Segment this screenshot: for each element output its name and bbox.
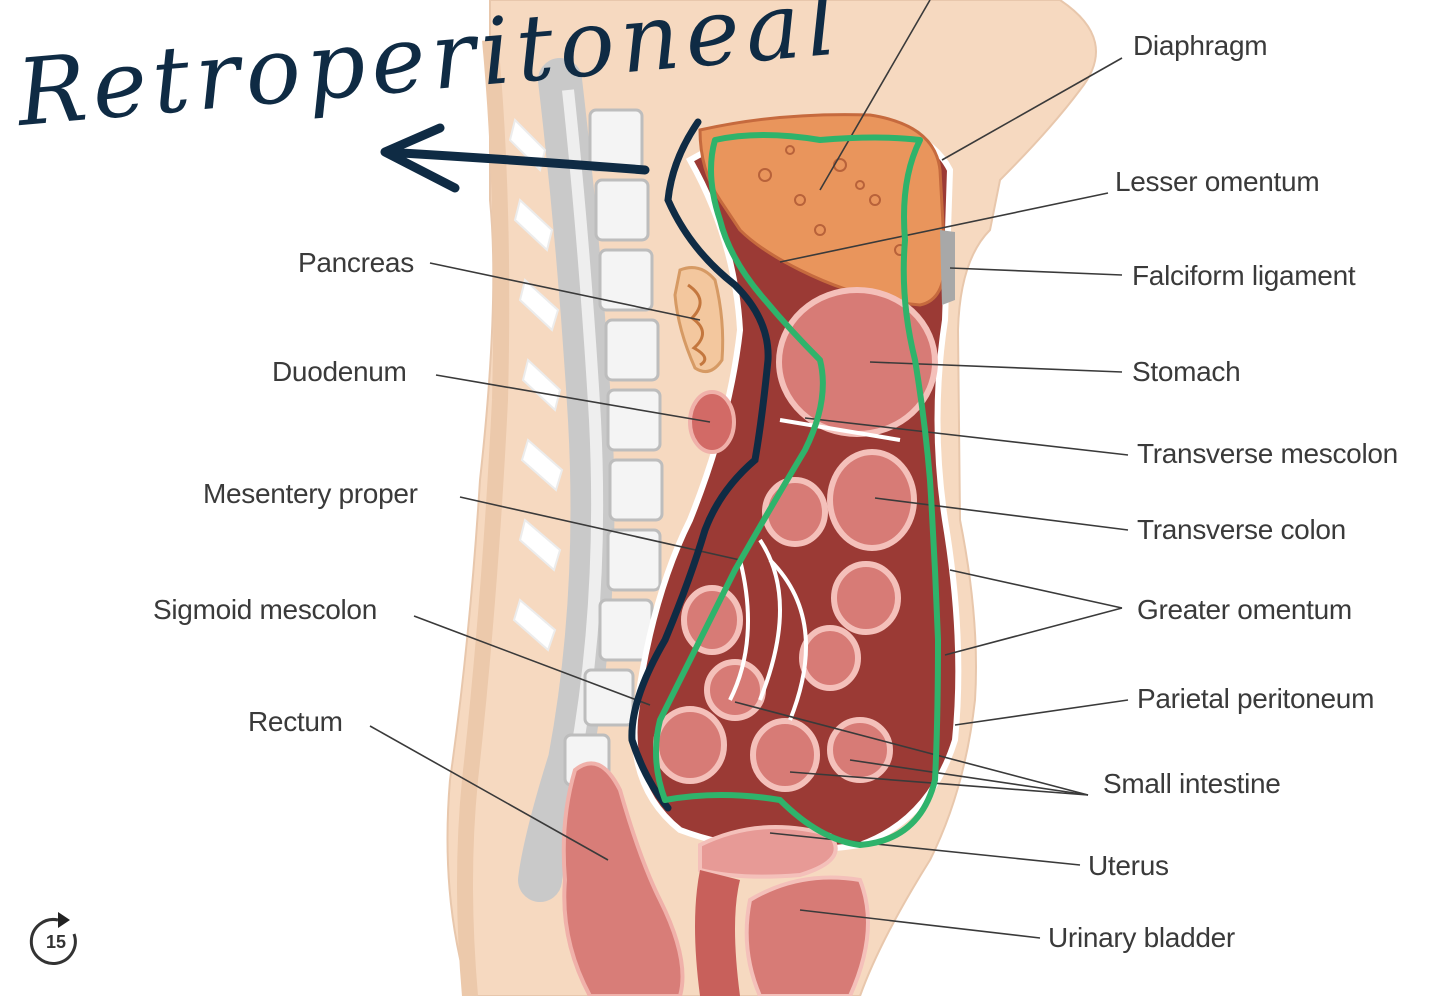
replay-icon bbox=[29, 912, 77, 965]
label-lesser-omentum: Lesser omentum bbox=[1115, 166, 1320, 197]
label-greater-omentum: Greater omentum bbox=[1137, 594, 1352, 625]
label-small-intestine: Small intestine bbox=[1103, 768, 1281, 799]
label-sigmoid-mescolon: Sigmoid mescolon bbox=[153, 594, 377, 625]
label-stomach: Stomach bbox=[1132, 356, 1241, 387]
back-region bbox=[457, 39, 510, 997]
uterus-organ bbox=[698, 825, 838, 879]
replay-15-button[interactable]: 15 bbox=[26, 910, 86, 972]
label-diaphragm: Diaphragm bbox=[1133, 30, 1268, 61]
label-transverse-colon: Transverse colon bbox=[1137, 514, 1346, 545]
mesentery-lines bbox=[728, 418, 901, 721]
urinary-bladder-organ bbox=[744, 875, 870, 998]
pointer-arrow bbox=[380, 123, 650, 193]
label-rectum: Rectum bbox=[248, 706, 343, 737]
small-intestine-loops bbox=[653, 477, 901, 792]
rectum-organ bbox=[561, 761, 685, 998]
falciform-ligament-shape bbox=[940, 230, 955, 305]
vertebrae bbox=[563, 108, 664, 787]
duodenum-organ bbox=[688, 390, 736, 454]
label-pancreas: Pancreas bbox=[298, 247, 414, 278]
retroperitoneal-boundary-line bbox=[628, 118, 772, 812]
liver bbox=[698, 113, 947, 307]
label-urinary-bladder: Urinary bladder bbox=[1048, 922, 1235, 953]
label-duodenum: Duodenum bbox=[272, 356, 407, 387]
label-mesentery-proper: Mesentery proper bbox=[203, 478, 418, 509]
uterus-canal bbox=[695, 870, 740, 996]
liver-pores bbox=[758, 145, 906, 256]
spinal-canal bbox=[562, 89, 604, 762]
label-parietal-peritoneum: Parietal peritoneum bbox=[1137, 683, 1375, 714]
transverse-colon-organ bbox=[827, 449, 917, 551]
leader-lines bbox=[369, 0, 1129, 939]
stomach-organ bbox=[776, 287, 938, 437]
label-falciform-ligament: Falciform ligament bbox=[1132, 260, 1356, 291]
label-uterus: Uterus bbox=[1088, 850, 1169, 881]
peritoneum-outline-green bbox=[653, 132, 941, 848]
replay-seconds: 15 bbox=[45, 932, 67, 952]
label-transverse-mescolon: Transverse mescolon bbox=[1137, 438, 1398, 469]
